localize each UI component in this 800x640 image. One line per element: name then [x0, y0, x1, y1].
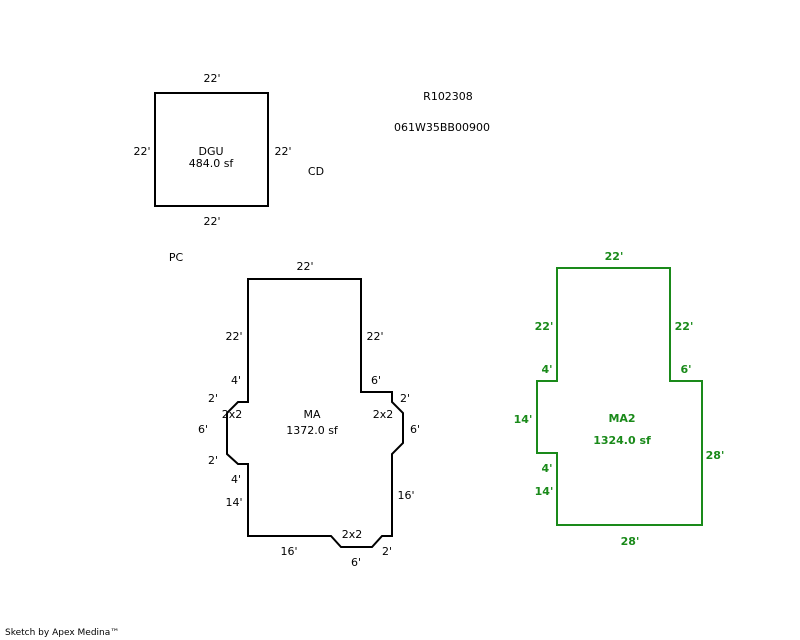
ma-outline — [226, 278, 404, 548]
ma-dim-left-lower: 14' — [225, 496, 242, 509]
ma2-dim-right-lower: 28' — [706, 449, 725, 462]
ma2-dim-right-upper: 22' — [675, 320, 694, 333]
ma2-name: MA2 — [608, 412, 635, 425]
ma-dim-left-step-lower: 4' — [231, 473, 241, 486]
ma-dim-left-upper: 22' — [225, 330, 242, 343]
sketch-credit: Sketch by Apex Medina™ — [5, 628, 120, 638]
ma-dim-step-right: 6' — [371, 374, 381, 387]
ma2-dim-step-left-lower: 4' — [541, 462, 552, 475]
dgu-name: DGU — [198, 145, 223, 158]
ma-dim-right-upper: 22' — [366, 330, 383, 343]
dgu-dim-left: 22' — [133, 145, 150, 158]
ma-dim-bottom-right: 2' — [382, 545, 392, 558]
ma-area-value: 1372.0 sf — [286, 424, 339, 437]
ma-dim-bottom-left: 16' — [280, 545, 297, 558]
ma-bay-left-label: 2x2 — [222, 408, 243, 421]
ma2-area: 22' 22' 22' 4' 6' 14' 4' 14' 28' 28' MA2… — [514, 250, 725, 548]
dgu-area-value: 484.0 sf — [189, 157, 235, 170]
ma2-dim-left-lower: 14' — [535, 485, 554, 498]
ma2-dim-top: 22' — [605, 250, 624, 263]
ma-dim-bay-right-top: 2' — [400, 392, 410, 405]
ma2-dim-step-left-upper: 4' — [541, 363, 552, 376]
ma-name: MA — [303, 408, 320, 421]
ma2-outline — [536, 267, 703, 526]
ma-dim-bay-left-bottom: 2' — [208, 454, 218, 467]
ma-dim-step-left: 4' — [231, 374, 241, 387]
ma-dim-bottom-bay: 6' — [351, 556, 361, 569]
map-number: 061W35BB00900 — [394, 121, 490, 134]
ma2-dim-bottom: 28' — [621, 535, 640, 548]
dgu-dim-top: 22' — [203, 72, 220, 85]
ma-dim-bay-left-top: 2' — [208, 392, 218, 405]
account-number: R102308 — [423, 90, 473, 103]
ma-dim-bay-left-side: 6' — [198, 423, 208, 436]
ma2-area-value: 1324.0 sf — [593, 434, 651, 447]
dgu-dim-bottom: 22' — [203, 215, 220, 228]
ma2-dim-step-right: 6' — [680, 363, 691, 376]
dgu-dim-right: 22' — [274, 145, 291, 158]
ma2-dim-left-upper: 22' — [535, 320, 554, 333]
cd-label: CD — [308, 165, 324, 178]
ma-bottom-bay-label: 2x2 — [342, 528, 363, 541]
dgu-outline — [154, 92, 269, 207]
ma-area: 22' 22' 22' 4' 6' 2' 2' 2x2 2x2 6' 6' 2'… — [198, 260, 420, 569]
dgu-area: 22' 22' 22' 22' DGU 484.0 sf — [133, 72, 291, 228]
ma-dim-top: 22' — [296, 260, 313, 273]
ma-dim-bay-right-side: 6' — [410, 423, 420, 436]
ma2-dim-left-middle: 14' — [514, 413, 533, 426]
pc-label: PC — [169, 251, 184, 264]
ma-dim-right-lower: 16' — [397, 489, 414, 502]
ma-bay-right-label: 2x2 — [373, 408, 394, 421]
